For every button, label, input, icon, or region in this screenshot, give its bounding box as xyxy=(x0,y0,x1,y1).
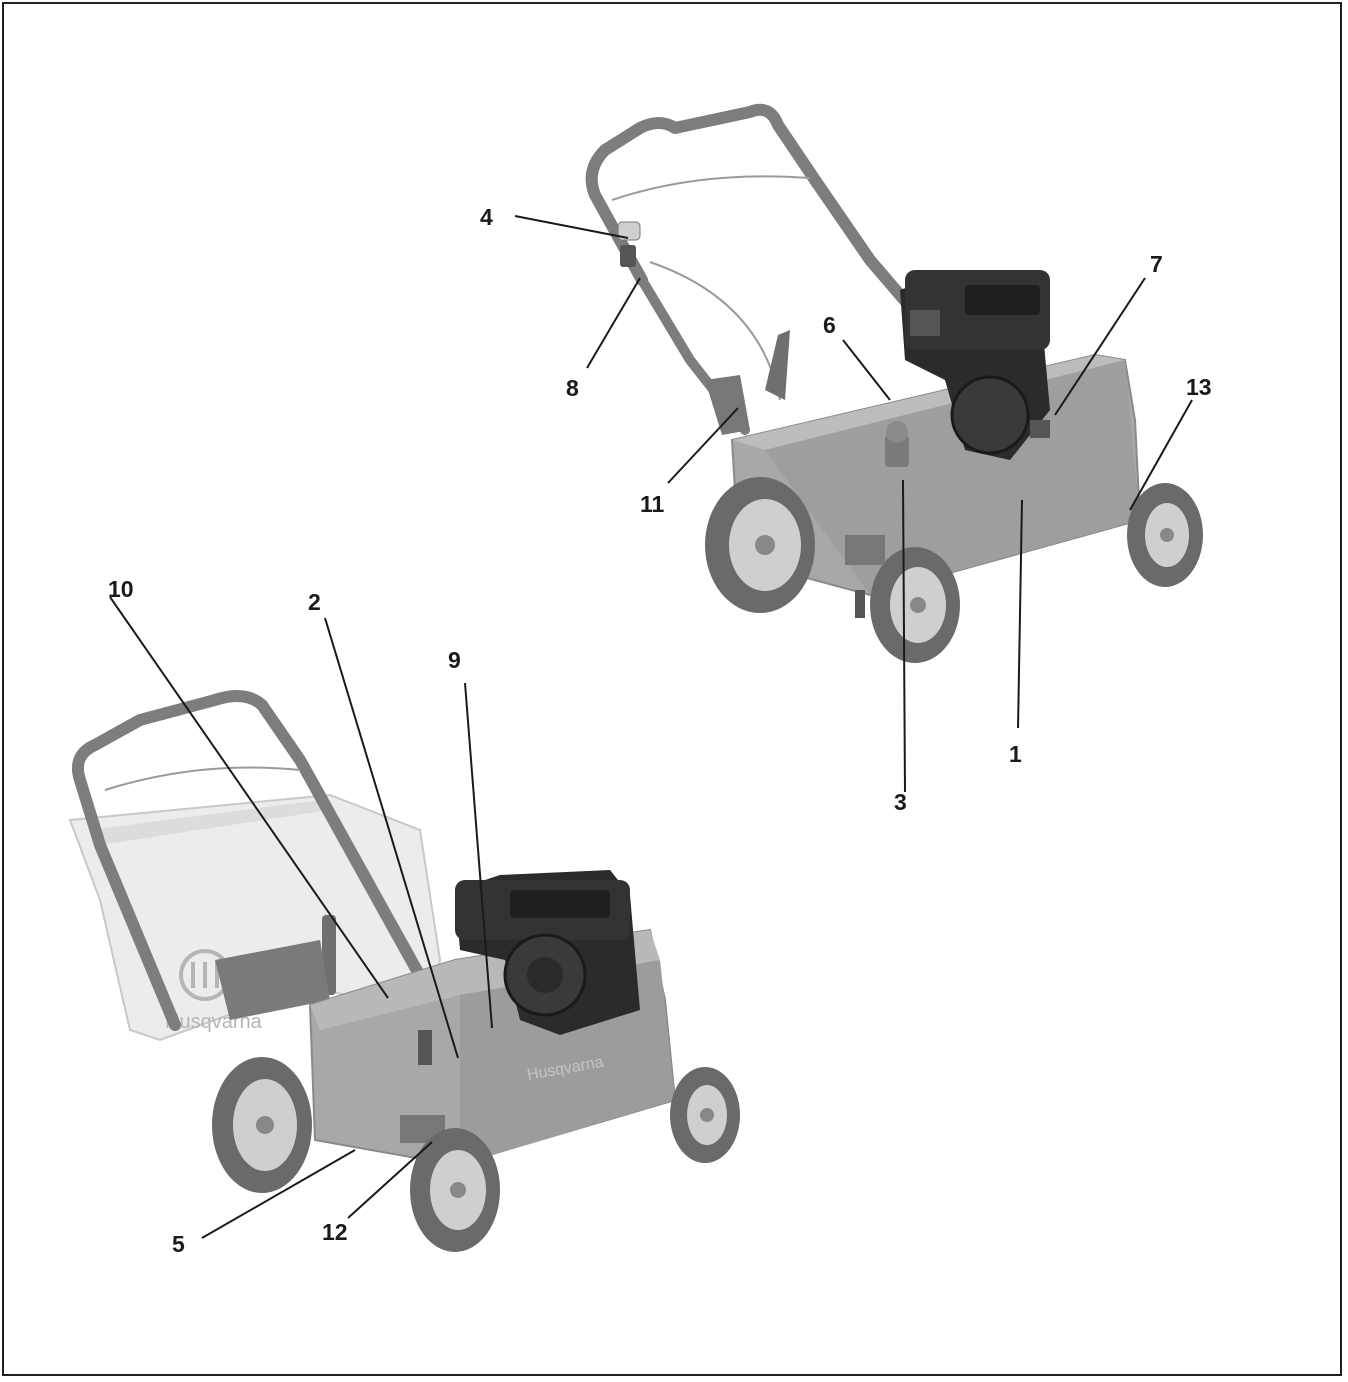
leader-5 xyxy=(201,1149,356,1239)
leader-lines xyxy=(109,215,1193,1239)
callout-10: 10 xyxy=(108,576,134,602)
callout-3: 3 xyxy=(894,789,907,815)
leader-4 xyxy=(514,215,629,239)
callout-11: 11 xyxy=(640,491,665,517)
callout-8: 8 xyxy=(566,375,579,401)
leader-11 xyxy=(667,407,739,484)
leader-3 xyxy=(902,479,906,793)
leader-8 xyxy=(586,277,641,369)
callout-4: 4 xyxy=(480,204,493,230)
callout-1: 1 xyxy=(1009,741,1022,767)
callout-13: 13 xyxy=(1186,374,1212,400)
leader-7 xyxy=(1054,277,1146,416)
upper-machine xyxy=(585,103,1203,663)
upper-handle xyxy=(585,103,936,336)
leader-1 xyxy=(1017,499,1023,729)
callout-2: 2 xyxy=(308,589,321,615)
leader-12 xyxy=(347,1141,433,1219)
callout-9: 9 xyxy=(448,647,461,673)
lower-wheels xyxy=(212,1057,740,1252)
callout-12: 12 xyxy=(322,1219,348,1245)
callout-6: 6 xyxy=(823,312,836,338)
leader-2 xyxy=(324,617,459,1059)
callout-5: 5 xyxy=(172,1231,185,1257)
lower-machine: Husqvarna Husqvarna xyxy=(68,690,740,1252)
callout-7: 7 xyxy=(1150,251,1163,277)
upper-wheels xyxy=(705,477,1203,663)
callout-numbers: 1 2 3 4 5 6 7 8 9 10 11 12 13 xyxy=(108,204,1212,1257)
lower-engine xyxy=(455,870,640,1035)
leader-10 xyxy=(109,596,389,999)
leader-6 xyxy=(842,339,891,401)
throttle-lever xyxy=(617,221,641,241)
upper-engine xyxy=(900,270,1050,460)
lower-handle xyxy=(71,690,456,1036)
leader-13 xyxy=(1129,399,1193,511)
leader-9 xyxy=(464,682,493,1029)
